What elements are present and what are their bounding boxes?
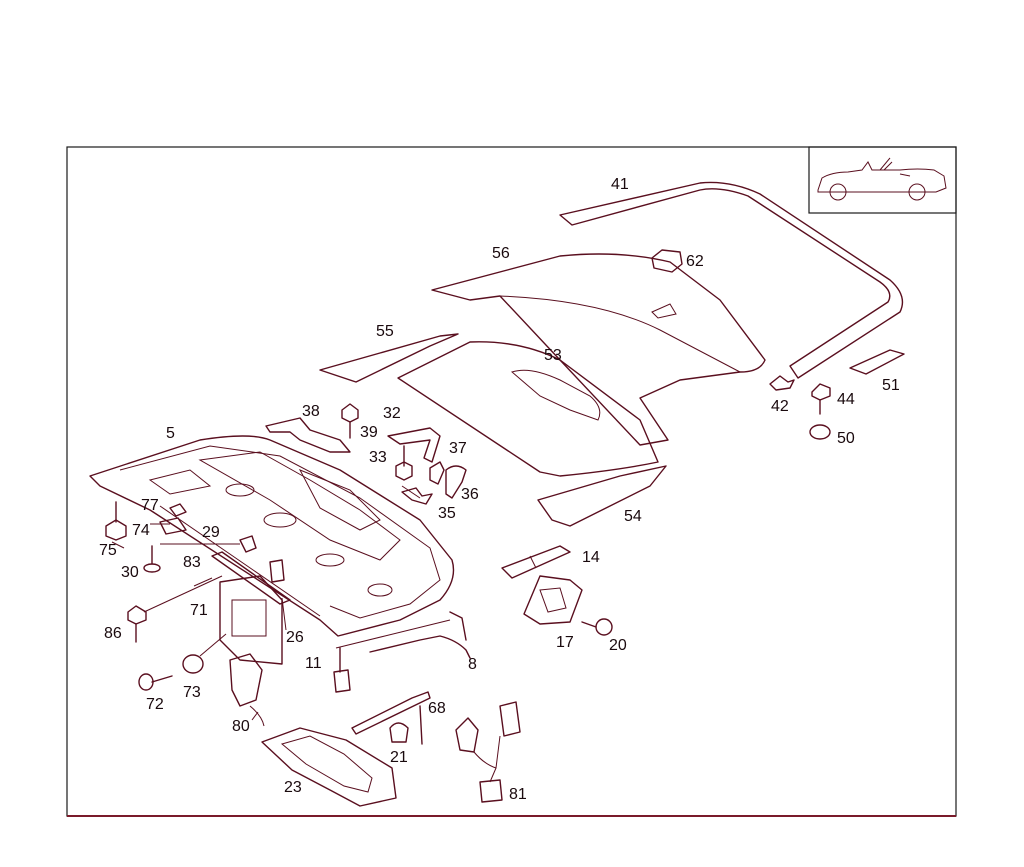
part-56-roof-panel <box>431 253 766 446</box>
callout-33: 33 <box>369 449 387 466</box>
part-23-tray <box>261 727 397 807</box>
callout-8: 8 <box>468 656 477 673</box>
part-5-lid-frame <box>89 435 455 637</box>
part-42-clip <box>769 375 795 391</box>
part-51-pad <box>849 349 905 375</box>
part-53-panel <box>397 341 659 477</box>
part-21-cap <box>389 722 409 743</box>
part-74-clip <box>159 517 187 535</box>
callout-14: 14 <box>582 549 600 566</box>
part-11-connector <box>333 647 351 693</box>
part-29-clip <box>239 535 257 553</box>
callout-68: 68 <box>428 700 446 717</box>
callout-50: 50 <box>837 430 855 447</box>
callout-23: 23 <box>284 779 302 796</box>
callout-5: 5 <box>166 425 175 442</box>
callout-21: 21 <box>390 749 408 766</box>
callout-77: 77 <box>141 497 159 514</box>
part-41-rail <box>559 181 904 379</box>
part-81-lock-harness <box>455 701 521 803</box>
diagram-frame <box>66 146 957 817</box>
part-8-cable <box>369 611 471 659</box>
part-14-strut <box>501 545 571 579</box>
callout-36: 36 <box>461 486 479 503</box>
part-26-bracket <box>269 559 285 583</box>
callout-20: 20 <box>609 637 627 654</box>
part-72-screw <box>138 673 173 691</box>
part-30-screw <box>143 545 161 573</box>
callout-38: 38 <box>302 403 320 420</box>
part-54-strip <box>537 465 667 527</box>
callout-42: 42 <box>771 398 789 415</box>
part-20-screw <box>581 618 613 636</box>
part-62-insert <box>651 249 683 273</box>
callout-72: 72 <box>146 696 164 713</box>
part-50-nut <box>809 424 831 440</box>
callout-62: 62 <box>686 253 704 270</box>
convertible-car-icon <box>808 146 957 214</box>
callout-75: 75 <box>99 542 117 559</box>
part-36-plug <box>445 465 467 499</box>
callout-56: 56 <box>492 245 510 262</box>
part-39-bolt <box>341 403 359 439</box>
part-83-strip <box>211 551 291 605</box>
part-86-bolt <box>127 605 147 643</box>
part-38-bracket <box>265 417 351 453</box>
callout-29: 29 <box>202 524 220 541</box>
callout-55: 55 <box>376 323 394 340</box>
callout-32: 32 <box>383 405 401 422</box>
callout-51: 51 <box>882 377 900 394</box>
callout-73: 73 <box>183 684 201 701</box>
part-77-clip <box>169 503 187 517</box>
part-55-strip <box>319 333 459 383</box>
callout-86: 86 <box>104 625 122 642</box>
callout-41: 41 <box>611 176 629 193</box>
part-35-spring <box>401 487 433 505</box>
callout-83: 83 <box>183 554 201 571</box>
callout-80: 80 <box>232 718 250 735</box>
callout-30: 30 <box>121 564 139 581</box>
part-44-screw <box>811 383 831 415</box>
part-17-bracket <box>523 575 583 625</box>
part-75-bolt <box>105 501 127 541</box>
callout-81: 81 <box>509 786 527 803</box>
callout-17: 17 <box>556 634 574 651</box>
callout-37: 37 <box>449 440 467 457</box>
callout-74: 74 <box>132 522 150 539</box>
callout-53: 53 <box>544 347 562 364</box>
callout-35: 35 <box>438 505 456 522</box>
callout-71: 71 <box>190 602 208 619</box>
part-37-pin <box>429 461 445 485</box>
part-32-bracket <box>387 427 441 463</box>
callout-26: 26 <box>286 629 304 646</box>
callout-11: 11 <box>305 655 322 672</box>
callout-44: 44 <box>837 391 855 408</box>
part-68-rod <box>351 691 431 735</box>
part-73-nut <box>182 654 204 674</box>
part-33-bolt <box>395 445 413 481</box>
part-71-plate <box>219 575 283 665</box>
callout-54: 54 <box>624 508 642 525</box>
part-80-actuator <box>229 653 265 727</box>
callout-39: 39 <box>360 424 378 441</box>
